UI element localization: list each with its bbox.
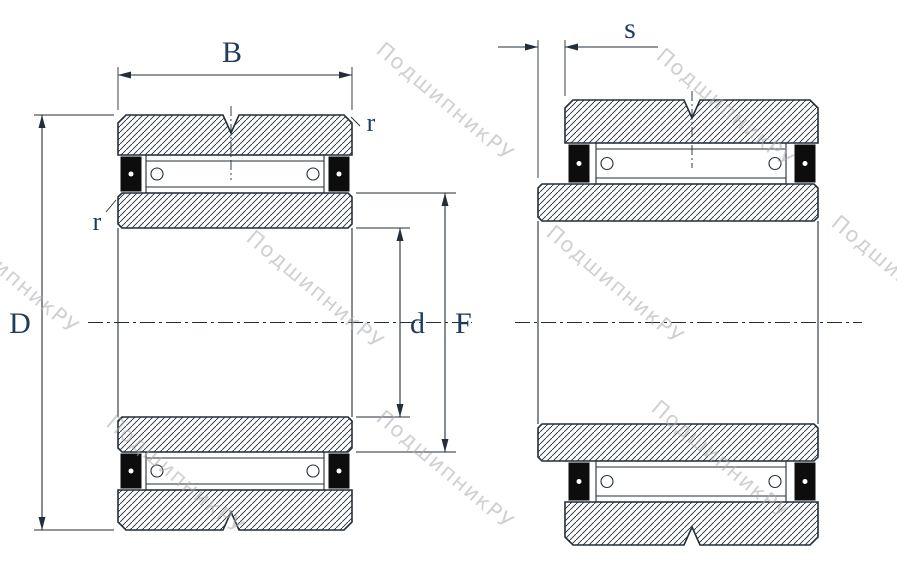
dim-label-B: B [222, 36, 242, 69]
watermark-text: ПодшипникРУ [372, 37, 519, 166]
dim-label-s: s [624, 12, 636, 45]
dim-label-D: D [9, 307, 31, 340]
dim-label-d: d [410, 307, 425, 340]
dimension-B: B [117, 36, 353, 110]
left-roller-row-top [145, 154, 325, 194]
left-outer-ring-top [117, 114, 353, 156]
dimension-D: D [9, 114, 114, 531]
label-r-inner: r [93, 199, 117, 236]
dimension-d: d [356, 227, 425, 418]
left-view [88, 106, 472, 531]
left-inner-ring-top [117, 192, 353, 229]
left-seals [120, 156, 350, 489]
right-view [515, 91, 862, 546]
right-outer-ring-bottom [564, 501, 819, 546]
right-seals [568, 144, 816, 501]
dim-label-r-inner: r [93, 207, 102, 236]
dimension-s: s [498, 12, 658, 178]
right-inner-ring-bottom [537, 423, 819, 462]
dim-label-F: F [455, 307, 472, 340]
right-inner-ring-top [537, 183, 819, 222]
dimension-F: F [356, 192, 472, 453]
dim-label-r-outer: r [367, 108, 376, 137]
left-inner-ring-bottom [117, 416, 353, 453]
watermark-text: ПодшипникРУ [542, 220, 689, 349]
label-r-outer: r [350, 108, 376, 137]
left-outer-ring-bottom [117, 489, 353, 531]
watermark-text: ПодшипникРУ [242, 225, 389, 354]
right-outer-ring-top [564, 99, 819, 144]
watermark-text: ПодшипникРУ [827, 210, 897, 339]
